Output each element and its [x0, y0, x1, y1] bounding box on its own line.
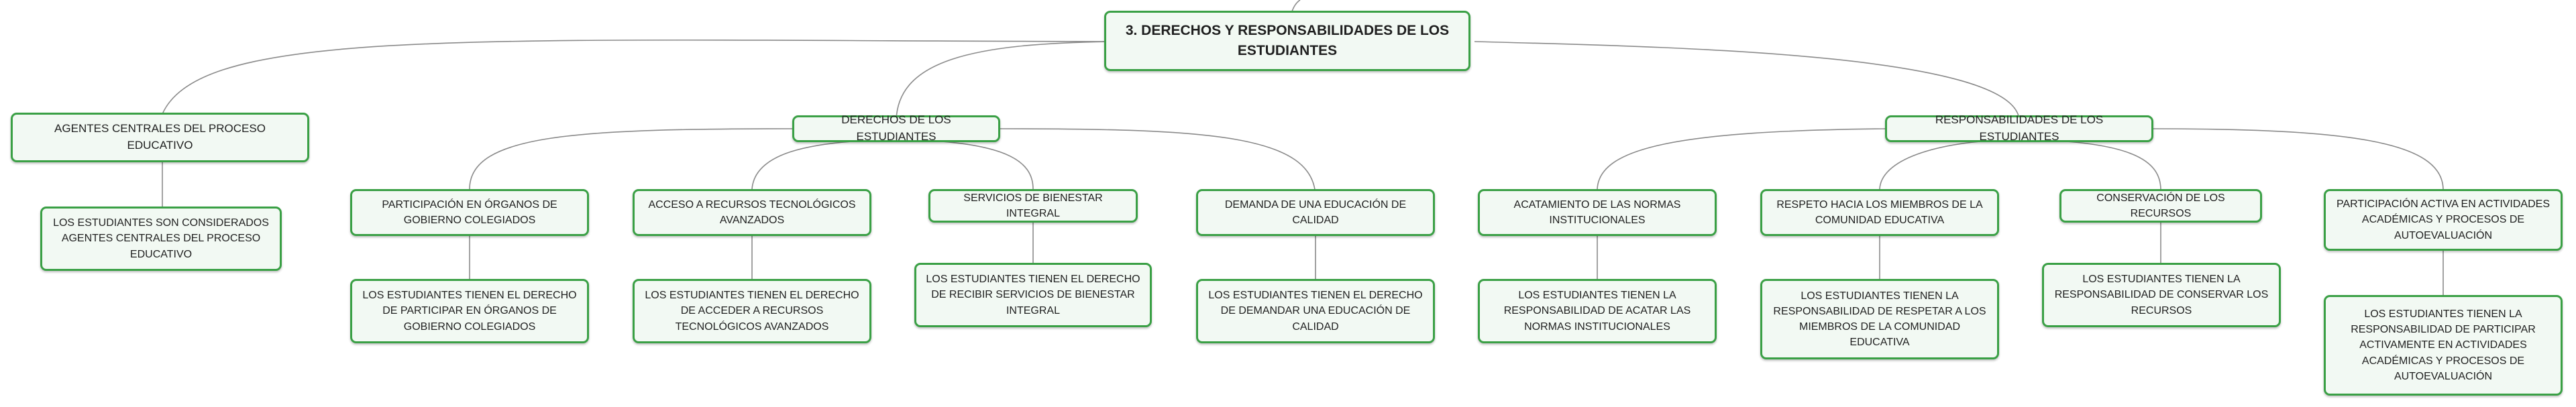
subtopic-servicios-bienestar[interactable]: SERVICIOS DE BIENESTAR INTEGRAL — [928, 189, 1138, 223]
detail-label: LOS ESTUDIANTES SON CONSIDERADOS AGENTES… — [53, 217, 269, 260]
topic-label: DERECHOS DE LOS ESTUDIANTES — [841, 113, 951, 143]
subtopic-label: DEMANDA DE UNA EDUCACIÓN DE CALIDAD — [1224, 198, 1407, 226]
detail-label: LOS ESTUDIANTES TIENEN LA RESPONSABILIDA… — [2054, 274, 2269, 316]
root-topic-label: 3. DERECHOS Y RESPONSABILIDADES DE LOS E… — [1125, 22, 1450, 58]
detail-participacion-activa[interactable]: LOS ESTUDIANTES TIENEN LA RESPONSABILIDA… — [2324, 295, 2563, 396]
detail-label: LOS ESTUDIANTES TIENEN EL DERECHO DE DEM… — [1208, 290, 1423, 333]
subtopic-label: CONSERVACIÓN DE LOS RECURSOS — [2096, 192, 2225, 219]
subtopic-label: ACATAMIENTO DE LAS NORMAS INSTITUCIONALE… — [1513, 198, 1681, 226]
subtopic-label: RESPETO HACIA LOS MIEMBROS DE LA COMUNID… — [1776, 198, 1983, 226]
detail-label: LOS ESTUDIANTES TIENEN EL DERECHO DE ACC… — [645, 290, 859, 333]
subtopic-label: PARTICIPACIÓN ACTIVA EN ACTIVIDADES ACAD… — [2337, 198, 2550, 241]
detail-educacion-calidad[interactable]: LOS ESTUDIANTES TIENEN EL DERECHO DE DEM… — [1196, 279, 1435, 343]
subtopic-participacion-organos[interactable]: PARTICIPACIÓN EN ÓRGANOS DE GOBIERNO COL… — [350, 189, 589, 236]
subtopic-label: PARTICIPACIÓN EN ÓRGANOS DE GOBIERNO COL… — [382, 198, 557, 226]
subtopic-label: SERVICIOS DE BIENESTAR INTEGRAL — [963, 192, 1103, 219]
topic-responsabilidades[interactable]: RESPONSABILIDADES DE LOS ESTUDIANTES — [1885, 113, 2153, 143]
detail-acceso-recursos[interactable]: LOS ESTUDIANTES TIENEN EL DERECHO DE ACC… — [633, 279, 871, 343]
detail-conservacion-recursos[interactable]: LOS ESTUDIANTES TIENEN LA RESPONSABILIDA… — [2042, 263, 2281, 327]
subtopic-acceso-recursos[interactable]: ACCESO A RECURSOS TECNOLÓGICOS AVANZADOS — [633, 189, 871, 236]
topic-label: AGENTES CENTRALES DEL PROCESO EDUCATIVO — [54, 122, 266, 152]
detail-label: LOS ESTUDIANTES TIENEN EL DERECHO DE PAR… — [362, 290, 577, 333]
detail-participacion-organos[interactable]: LOS ESTUDIANTES TIENEN EL DERECHO DE PAR… — [350, 279, 589, 343]
subtopic-participacion-activa[interactable]: PARTICIPACIÓN ACTIVA EN ACTIVIDADES ACAD… — [2324, 189, 2563, 251]
detail-agentes-centrales[interactable]: LOS ESTUDIANTES SON CONSIDERADOS AGENTES… — [40, 207, 282, 271]
detail-label: LOS ESTUDIANTES TIENEN LA RESPONSABILIDA… — [2351, 308, 2536, 382]
subtopic-label: ACCESO A RECURSOS TECNOLÓGICOS AVANZADOS — [648, 198, 856, 226]
detail-label: LOS ESTUDIANTES TIENEN EL DERECHO DE REC… — [926, 274, 1140, 316]
subtopic-acatamiento-normas[interactable]: ACATAMIENTO DE LAS NORMAS INSTITUCIONALE… — [1478, 189, 1717, 236]
topic-label: RESPONSABILIDADES DE LOS ESTUDIANTES — [1935, 113, 2104, 143]
detail-servicios-bienestar[interactable]: LOS ESTUDIANTES TIENEN EL DERECHO DE REC… — [914, 263, 1152, 327]
detail-label: LOS ESTUDIANTES TIENEN LA RESPONSABILIDA… — [1503, 290, 1691, 333]
detail-respeto-miembros[interactable]: LOS ESTUDIANTES TIENEN LA RESPONSABILIDA… — [1760, 279, 1999, 359]
detail-label: LOS ESTUDIANTES TIENEN LA RESPONSABILIDA… — [1773, 290, 1986, 349]
subtopic-educacion-calidad[interactable]: DEMANDA DE UNA EDUCACIÓN DE CALIDAD — [1196, 189, 1435, 236]
topic-derechos[interactable]: DERECHOS DE LOS ESTUDIANTES — [792, 113, 1000, 143]
subtopic-conservacion-recursos[interactable]: CONSERVACIÓN DE LOS RECURSOS — [2059, 189, 2262, 223]
topic-agentes-centrales[interactable]: AGENTES CENTRALES DEL PROCESO EDUCATIVO — [11, 113, 309, 162]
root-topic[interactable]: 3. DERECHOS Y RESPONSABILIDADES DE LOS E… — [1104, 11, 1470, 71]
subtopic-respeto-miembros[interactable]: RESPETO HACIA LOS MIEMBROS DE LA COMUNID… — [1760, 189, 1999, 236]
detail-acatamiento-normas[interactable]: LOS ESTUDIANTES TIENEN LA RESPONSABILIDA… — [1478, 279, 1717, 343]
